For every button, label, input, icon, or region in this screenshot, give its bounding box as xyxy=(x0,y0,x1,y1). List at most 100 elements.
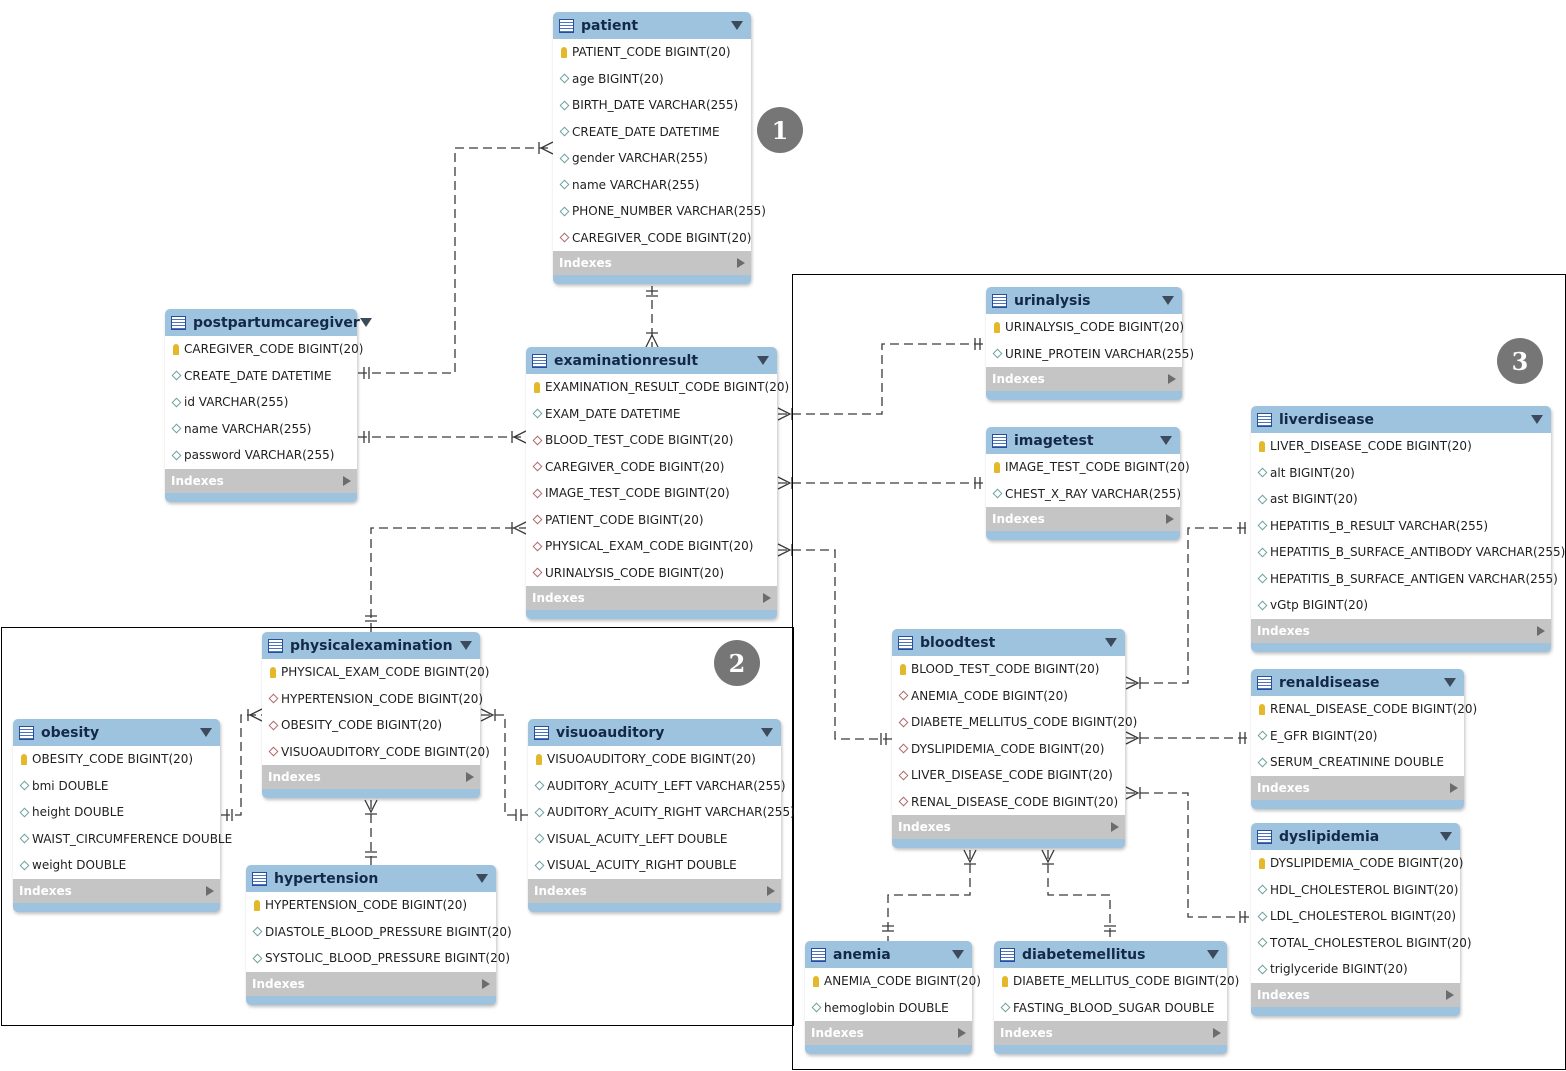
column-row[interactable]: LDL_CHOLESTEROL BIGINT(20) xyxy=(1251,903,1460,930)
collapse-arrow-icon[interactable] xyxy=(1444,678,1456,687)
indexes-section[interactable]: Indexes xyxy=(1251,982,1460,1007)
expand-arrow-icon[interactable] xyxy=(1111,822,1119,832)
column-row[interactable]: HYPERTENSION_CODE BIGINT(20) xyxy=(246,892,496,919)
column-row[interactable]: CAREGIVER_CODE BIGINT(20) xyxy=(165,336,363,363)
column-row[interactable]: URINALYSIS_CODE BIGINT(20) xyxy=(526,560,777,587)
column-row[interactable]: URINALYSIS_CODE BIGINT(20) xyxy=(986,314,1184,341)
column-row[interactable]: bmi DOUBLE xyxy=(13,773,220,800)
column-row[interactable]: SYSTOLIC_BLOOD_PRESSURE BIGINT(20) xyxy=(246,945,510,972)
expand-arrow-icon[interactable] xyxy=(482,978,490,989)
column-row[interactable]: BLOOD_TEST_CODE BIGINT(20) xyxy=(892,656,1125,683)
expand-arrow-icon[interactable] xyxy=(1213,1028,1221,1038)
column-row[interactable]: name VARCHAR(255) xyxy=(165,416,357,443)
column-row[interactable]: VISUOAUDITORY_CODE BIGINT(20) xyxy=(262,739,490,766)
table-header[interactable]: hypertension xyxy=(246,865,496,892)
expand-arrow-icon[interactable] xyxy=(1446,989,1454,1000)
column-row[interactable]: VISUAL_ACUITY_LEFT DOUBLE xyxy=(528,826,781,853)
table-header[interactable]: diabetemellitus xyxy=(994,941,1227,968)
collapse-arrow-icon[interactable] xyxy=(200,728,212,737)
column-row[interactable]: WAIST_CIRCUMFERENCE DOUBLE xyxy=(13,826,232,853)
collapse-arrow-icon[interactable] xyxy=(731,21,743,30)
column-row[interactable]: DIABETE_MELLITUS_CODE BIGINT(20) xyxy=(892,709,1137,736)
collapse-arrow-icon[interactable] xyxy=(761,728,773,737)
collapse-arrow-icon[interactable] xyxy=(1160,436,1172,445)
column-row[interactable]: alt BIGINT(20) xyxy=(1251,460,1551,487)
expand-arrow-icon[interactable] xyxy=(958,1028,966,1038)
column-row[interactable]: hemoglobin DOUBLE xyxy=(805,995,972,1022)
column-row[interactable]: CAREGIVER_CODE BIGINT(20) xyxy=(526,454,777,481)
column-row[interactable]: HDL_CHOLESTEROL BIGINT(20) xyxy=(1251,877,1460,904)
indexes-section[interactable]: Indexes xyxy=(526,586,777,610)
collapse-arrow-icon[interactable] xyxy=(1207,950,1219,959)
table-header[interactable]: imagetest xyxy=(986,427,1180,454)
column-row[interactable]: DYSLIPIDEMIA_CODE BIGINT(20) xyxy=(1251,850,1463,877)
column-row[interactable]: DYSLIPIDEMIA_CODE BIGINT(20) xyxy=(892,736,1125,763)
expand-arrow-icon[interactable] xyxy=(767,885,775,896)
column-row[interactable]: LIVER_DISEASE_CODE BIGINT(20) xyxy=(1251,433,1551,460)
column-row[interactable]: gender VARCHAR(255) xyxy=(553,145,751,172)
table-header[interactable]: obesity xyxy=(13,719,220,746)
column-row[interactable]: CREATE_DATE DATETIME xyxy=(165,363,357,390)
column-row[interactable]: AUDITORY_ACUITY_RIGHT VARCHAR(255) xyxy=(528,799,795,826)
indexes-section[interactable]: Indexes xyxy=(805,1021,972,1045)
table-header[interactable]: liverdisease xyxy=(1251,406,1551,433)
column-row[interactable]: HYPERTENSION_CODE BIGINT(20) xyxy=(262,686,483,713)
expand-arrow-icon[interactable] xyxy=(1168,374,1176,384)
table-header[interactable]: bloodtest xyxy=(892,629,1125,656)
indexes-section[interactable]: Indexes xyxy=(246,971,496,996)
column-row[interactable]: PATIENT_CODE BIGINT(20) xyxy=(553,39,751,66)
collapse-arrow-icon[interactable] xyxy=(359,318,372,327)
indexes-section[interactable]: Indexes xyxy=(1251,618,1551,643)
indexes-section[interactable]: Indexes xyxy=(892,815,1125,839)
column-row[interactable]: FASTING_BLOOD_SUGAR DOUBLE xyxy=(994,995,1227,1022)
column-row[interactable]: IMAGE_TEST_CODE BIGINT(20) xyxy=(986,454,1190,481)
expand-arrow-icon[interactable] xyxy=(343,475,351,486)
column-row[interactable]: triglyceride BIGINT(20) xyxy=(1251,956,1460,983)
expand-arrow-icon[interactable] xyxy=(206,885,214,896)
collapse-arrow-icon[interactable] xyxy=(1162,296,1174,305)
indexes-section[interactable]: Indexes xyxy=(553,251,751,275)
expand-arrow-icon[interactable] xyxy=(763,593,771,603)
column-row[interactable]: DIABETE_MELLITUS_CODE BIGINT(20) xyxy=(994,968,1239,995)
column-row[interactable]: OBESITY_CODE BIGINT(20) xyxy=(13,746,220,773)
column-row[interactable]: ast BIGINT(20) xyxy=(1251,486,1551,513)
column-row[interactable]: BLOOD_TEST_CODE BIGINT(20) xyxy=(526,427,777,454)
column-row[interactable]: CAREGIVER_CODE BIGINT(20) xyxy=(553,225,751,252)
column-row[interactable]: RENAL_DISEASE_CODE BIGINT(20) xyxy=(892,789,1125,816)
column-row[interactable]: RENAL_DISEASE_CODE BIGINT(20) xyxy=(1251,696,1477,723)
column-row[interactable]: PHYSICAL_EXAM_CODE BIGINT(20) xyxy=(526,533,777,560)
column-row[interactable]: HEPATITIS_B_SURFACE_ANTIGEN VARCHAR(255) xyxy=(1251,566,1558,593)
expand-arrow-icon[interactable] xyxy=(1537,625,1545,636)
table-header[interactable]: urinalysis xyxy=(986,287,1182,314)
indexes-section[interactable]: Indexes xyxy=(262,765,480,789)
column-row[interactable]: PATIENT_CODE BIGINT(20) xyxy=(526,507,777,534)
column-row[interactable]: TOTAL_CHOLESTEROL BIGINT(20) xyxy=(1251,930,1472,957)
column-row[interactable]: HEPATITIS_B_RESULT VARCHAR(255) xyxy=(1251,513,1551,540)
column-row[interactable]: IMAGE_TEST_CODE BIGINT(20) xyxy=(526,480,777,507)
column-row[interactable]: ANEMIA_CODE BIGINT(20) xyxy=(892,683,1125,710)
column-row[interactable]: SERUM_CREATININE DOUBLE xyxy=(1251,749,1464,776)
expand-arrow-icon[interactable] xyxy=(737,258,745,268)
column-row[interactable]: OBESITY_CODE BIGINT(20) xyxy=(262,712,480,739)
indexes-section[interactable]: Indexes xyxy=(528,878,781,903)
collapse-arrow-icon[interactable] xyxy=(1105,638,1117,647)
column-row[interactable]: LIVER_DISEASE_CODE BIGINT(20) xyxy=(892,762,1125,789)
column-row[interactable]: PHYSICAL_EXAM_CODE BIGINT(20) xyxy=(262,659,489,686)
column-row[interactable]: VISUOAUDITORY_CODE BIGINT(20) xyxy=(528,746,781,773)
expand-arrow-icon[interactable] xyxy=(466,772,474,782)
table-header[interactable]: examinationresult xyxy=(526,347,777,374)
column-row[interactable]: EXAMINATION_RESULT_CODE BIGINT(20) xyxy=(526,374,789,401)
indexes-section[interactable]: Indexes xyxy=(986,507,1180,531)
column-row[interactable]: id VARCHAR(255) xyxy=(165,389,357,416)
table-header[interactable]: postpartumcaregiver xyxy=(165,309,372,336)
